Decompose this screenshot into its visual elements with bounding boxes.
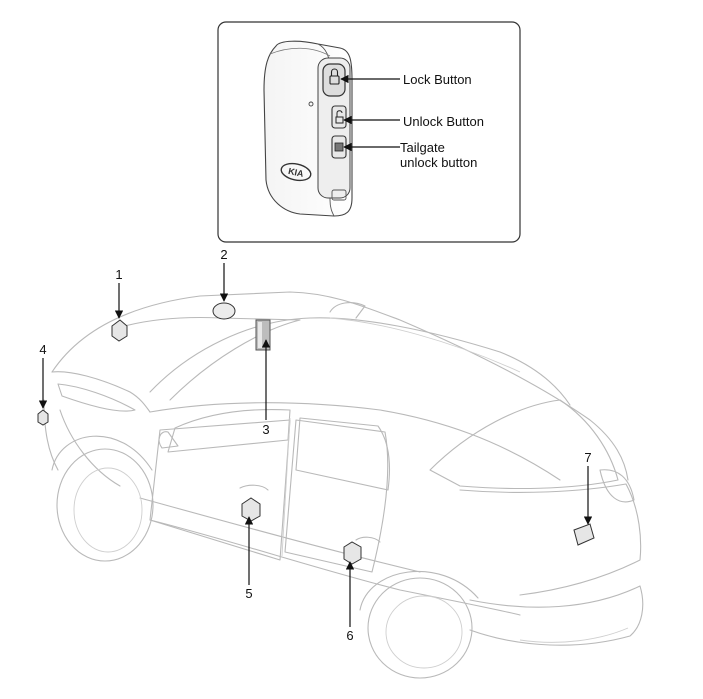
car-hood bbox=[51, 371, 151, 413]
front-headlight bbox=[57, 383, 136, 412]
indicator-dot bbox=[308, 101, 314, 107]
module-4 bbox=[37, 409, 49, 426]
part-number-6: 6 bbox=[346, 628, 353, 643]
tailgate-label-line2: unlock button bbox=[400, 155, 477, 170]
module-3-face bbox=[258, 322, 262, 348]
tailgate-icon bbox=[334, 142, 344, 152]
part-number-7: 7 bbox=[584, 450, 591, 465]
smart-key-fob: KIA bbox=[263, 40, 353, 217]
tailgate bbox=[459, 483, 642, 596]
unlock-icon-shackle bbox=[336, 110, 343, 117]
rear-door bbox=[284, 419, 389, 573]
part-number-1: 1 bbox=[115, 267, 122, 282]
car-roof-rail bbox=[329, 317, 521, 373]
module-6-rear-door-antenna bbox=[343, 541, 362, 565]
car-roof-inner bbox=[149, 317, 571, 406]
key-inset: KIA Lock Button Unlock Button Tailgate u… bbox=[217, 21, 521, 243]
rocker-panel bbox=[149, 519, 521, 616]
part-number-5: 5 bbox=[245, 586, 252, 601]
component-modules bbox=[37, 302, 595, 565]
tail-light bbox=[599, 469, 635, 503]
inset-frame bbox=[217, 21, 521, 243]
module-7-tailgate-switch bbox=[573, 523, 595, 546]
lower-body-line bbox=[139, 497, 421, 573]
unlock-icon bbox=[335, 116, 344, 124]
front-wheel-rim bbox=[73, 467, 143, 553]
car-windshield bbox=[111, 316, 301, 401]
key-slot bbox=[331, 189, 347, 201]
rear-glass bbox=[429, 399, 619, 490]
lock-icon bbox=[329, 75, 340, 85]
rear-window bbox=[295, 417, 391, 491]
vehicle-outline bbox=[43, 291, 644, 679]
module-2-antenna bbox=[212, 302, 236, 320]
rear-wheel-arch bbox=[359, 570, 479, 611]
module-5-front-door-antenna bbox=[241, 497, 261, 522]
module-1 bbox=[111, 319, 128, 342]
front-bumper bbox=[43, 399, 121, 487]
kia-logo-text: KIA bbox=[287, 166, 305, 179]
kia-logo bbox=[280, 162, 312, 182]
b-pillar bbox=[281, 417, 291, 557]
rear-bumper bbox=[469, 585, 644, 646]
rear-diffuser bbox=[519, 627, 629, 643]
front-door bbox=[149, 419, 291, 561]
rear-wheel-rim bbox=[385, 595, 463, 669]
front-wheel bbox=[56, 448, 154, 562]
unlock-button-label: Unlock Button bbox=[403, 114, 484, 129]
rear-wheel bbox=[367, 577, 473, 679]
lock-button-label: Lock Button bbox=[403, 72, 472, 87]
front-wheel-arch bbox=[51, 435, 153, 471]
beltline bbox=[149, 402, 561, 481]
rear-spoiler bbox=[329, 302, 366, 319]
part-number-4: 4 bbox=[39, 342, 46, 357]
part-number-2: 2 bbox=[220, 247, 227, 262]
front-door-handle bbox=[239, 484, 269, 491]
front-window bbox=[167, 408, 291, 453]
mirror bbox=[158, 431, 179, 449]
part-number-3: 3 bbox=[262, 422, 269, 437]
part-callouts: 1 2 3 4 5 6 7 bbox=[38, 247, 593, 643]
rear-door-handle bbox=[355, 536, 381, 543]
car-roof-outline bbox=[51, 291, 629, 481]
tailgate-label-line1: Tailgate bbox=[400, 140, 445, 155]
lock-icon-shackle bbox=[330, 68, 339, 76]
key-top-edge bbox=[269, 47, 331, 57]
